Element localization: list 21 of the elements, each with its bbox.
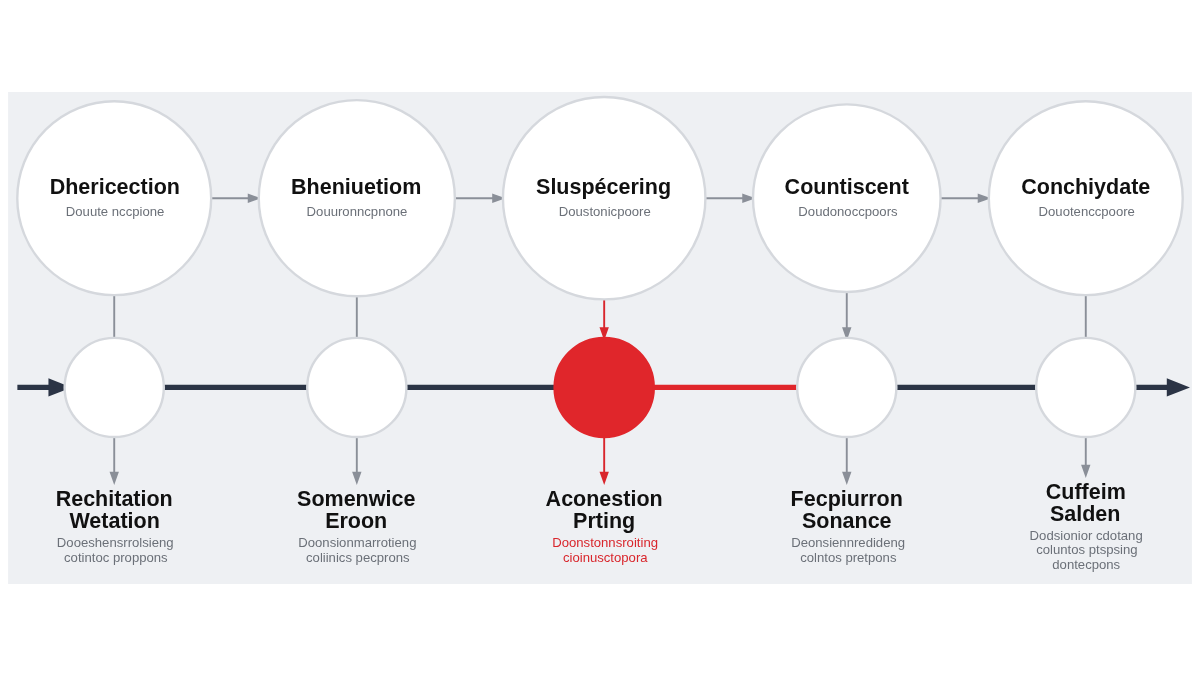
- node-circle: Bheniuetiom Douuronncpnone: [257, 98, 457, 297]
- node-circle: [553, 336, 655, 438]
- node-text: Fecpiurron Sonance Deonsiennredideng colntos pretpons: [790, 486, 906, 565]
- node-text: Cuffeim Salden Dodsionior cdotang coluntos ptspsing dontecpons: [1029, 479, 1143, 572]
- node-circle: [63, 336, 165, 438]
- node-circle: [796, 336, 898, 438]
- connector: [163, 384, 308, 390]
- connector: [355, 295, 358, 338]
- node-circle: [306, 336, 408, 438]
- node-text: Somenwice Eroon Doonsionmarrotieng coliinics pecprons: [297, 486, 417, 565]
- connector: [406, 384, 555, 390]
- connector: [896, 384, 1036, 390]
- node-circle: Dhericection Douute nccpione: [16, 99, 213, 296]
- node-circle: Countiscent Doudonoccpoors: [751, 102, 942, 293]
- connector: [653, 384, 798, 390]
- node-circle: Conchiydate Douotenccpoore: [987, 99, 1184, 296]
- node-text: Aconestion Prting Doonstonnsroiting cioinusctopora: [545, 486, 663, 565]
- node-circle: Sluspécering Doustonicpoore: [501, 95, 707, 301]
- arrow: [1135, 377, 1190, 397]
- node-text: Rechitation Wetation Dooeshensrrolsieng cotintoc proppons: [55, 486, 174, 565]
- node-circle: [1035, 336, 1137, 438]
